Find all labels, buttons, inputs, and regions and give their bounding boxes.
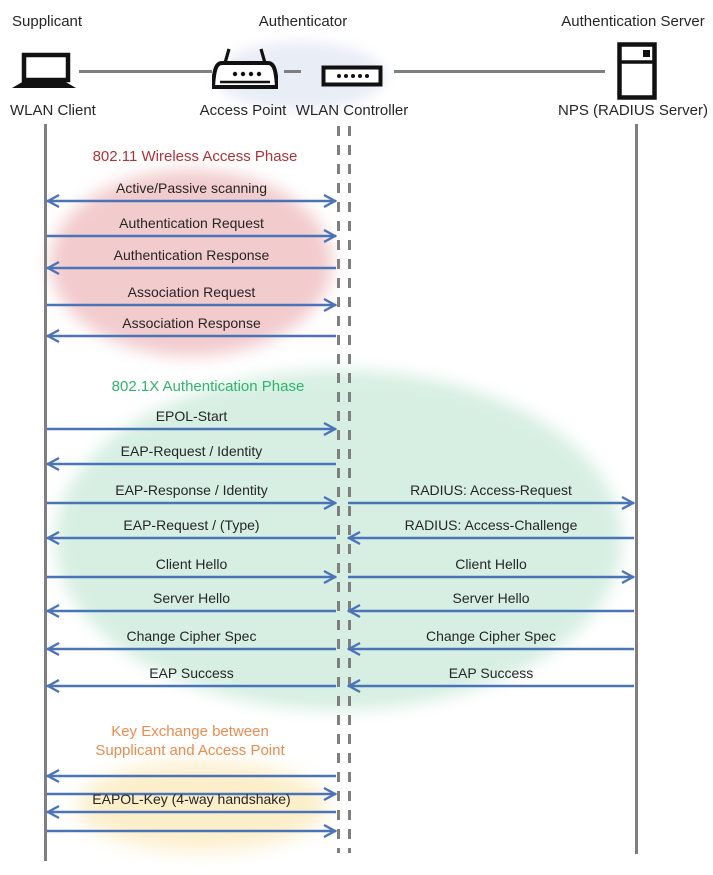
message-label: Client Hello xyxy=(155,556,228,572)
phase3-title-line2: Supplicant and Access Point xyxy=(95,742,285,759)
message-label: Server Hello xyxy=(452,590,530,606)
message-arrow xyxy=(46,678,336,694)
node-label-wlan-client: WLAN Client xyxy=(10,102,96,119)
message-arrow xyxy=(46,530,336,546)
message-arrow xyxy=(46,328,336,344)
wlan-controller-icon xyxy=(321,65,383,87)
laptop-icon xyxy=(12,52,76,88)
role-authentication-server: Authentication Server xyxy=(561,13,705,30)
message-label: RADIUS: Access-Challenge xyxy=(404,517,578,533)
role-authenticator: Authenticator xyxy=(258,13,348,30)
message-label: EAP-Request / Identity xyxy=(120,443,263,459)
message-label: Authentication Request xyxy=(119,215,264,231)
controller-server-link xyxy=(394,70,605,73)
message-label: Change Cipher Spec xyxy=(126,628,257,644)
role-supplicant: Supplicant xyxy=(12,13,83,30)
message-label: EAP-Response / Identity xyxy=(115,482,268,498)
message-label: EPOL-Start xyxy=(155,408,228,424)
wlan-controller-lifeline-left xyxy=(337,126,340,853)
message-arrow xyxy=(47,421,337,437)
message-arrow xyxy=(347,530,634,546)
message-arrow xyxy=(347,603,634,619)
phase1-title: 802.11 Wireless Access Phase xyxy=(92,148,298,165)
phase2-title: 802.1X Authentication Phase xyxy=(111,378,305,395)
wlan-controller-lifeline-right xyxy=(348,126,351,853)
wlan-client-lifeline xyxy=(44,124,47,861)
message-arrow xyxy=(46,603,336,619)
message-arrow xyxy=(46,193,337,209)
message-arrow xyxy=(46,641,336,657)
message-label: Association Request xyxy=(127,284,256,300)
message-arrow xyxy=(348,569,635,585)
message-arrow xyxy=(46,456,336,472)
message-arrow xyxy=(47,569,337,585)
access-point-icon xyxy=(212,48,278,89)
message-arrow xyxy=(347,678,634,694)
message-arrow xyxy=(47,495,337,511)
message-label: Client Hello xyxy=(455,556,527,572)
message-arrow xyxy=(348,495,635,511)
message-label: Association Response xyxy=(122,315,261,331)
message-label: Active/Passive scanning xyxy=(116,180,267,196)
message-label: EAPOL-Key (4-way handshake) xyxy=(92,791,291,807)
radius-server-lifeline xyxy=(635,124,638,854)
message-label: EAP Success xyxy=(149,665,234,681)
message-label: Change Cipher Spec xyxy=(426,628,556,644)
message-arrow xyxy=(47,297,337,313)
node-label-wlan-controller: WLAN Controller xyxy=(295,102,409,119)
client-ap-link xyxy=(79,70,212,73)
message-arrow xyxy=(46,804,336,820)
phase3-title: Key Exchange between Supplicant and Acce… xyxy=(65,722,315,760)
message-label: Authentication Response xyxy=(113,247,270,263)
node-label-access-point: Access Point xyxy=(199,102,287,119)
message-arrow xyxy=(347,641,634,657)
message-label: EAP Success xyxy=(448,665,534,681)
message-arrow xyxy=(47,786,337,802)
server-icon xyxy=(617,42,657,100)
phase3-title-line1: Key Exchange between xyxy=(111,723,269,740)
message-arrow xyxy=(47,823,337,839)
message-label: Server Hello xyxy=(152,590,231,606)
message-label: EAP-Request / (Type) xyxy=(123,517,260,533)
message-arrow xyxy=(46,260,336,276)
ap-controller-link xyxy=(284,70,301,73)
message-label: RADIUS: Access-Request xyxy=(410,482,572,498)
message-arrow xyxy=(46,768,336,784)
message-arrow xyxy=(47,228,337,244)
node-label-nps-radius-server: NPS (RADIUS Server) xyxy=(557,102,709,119)
